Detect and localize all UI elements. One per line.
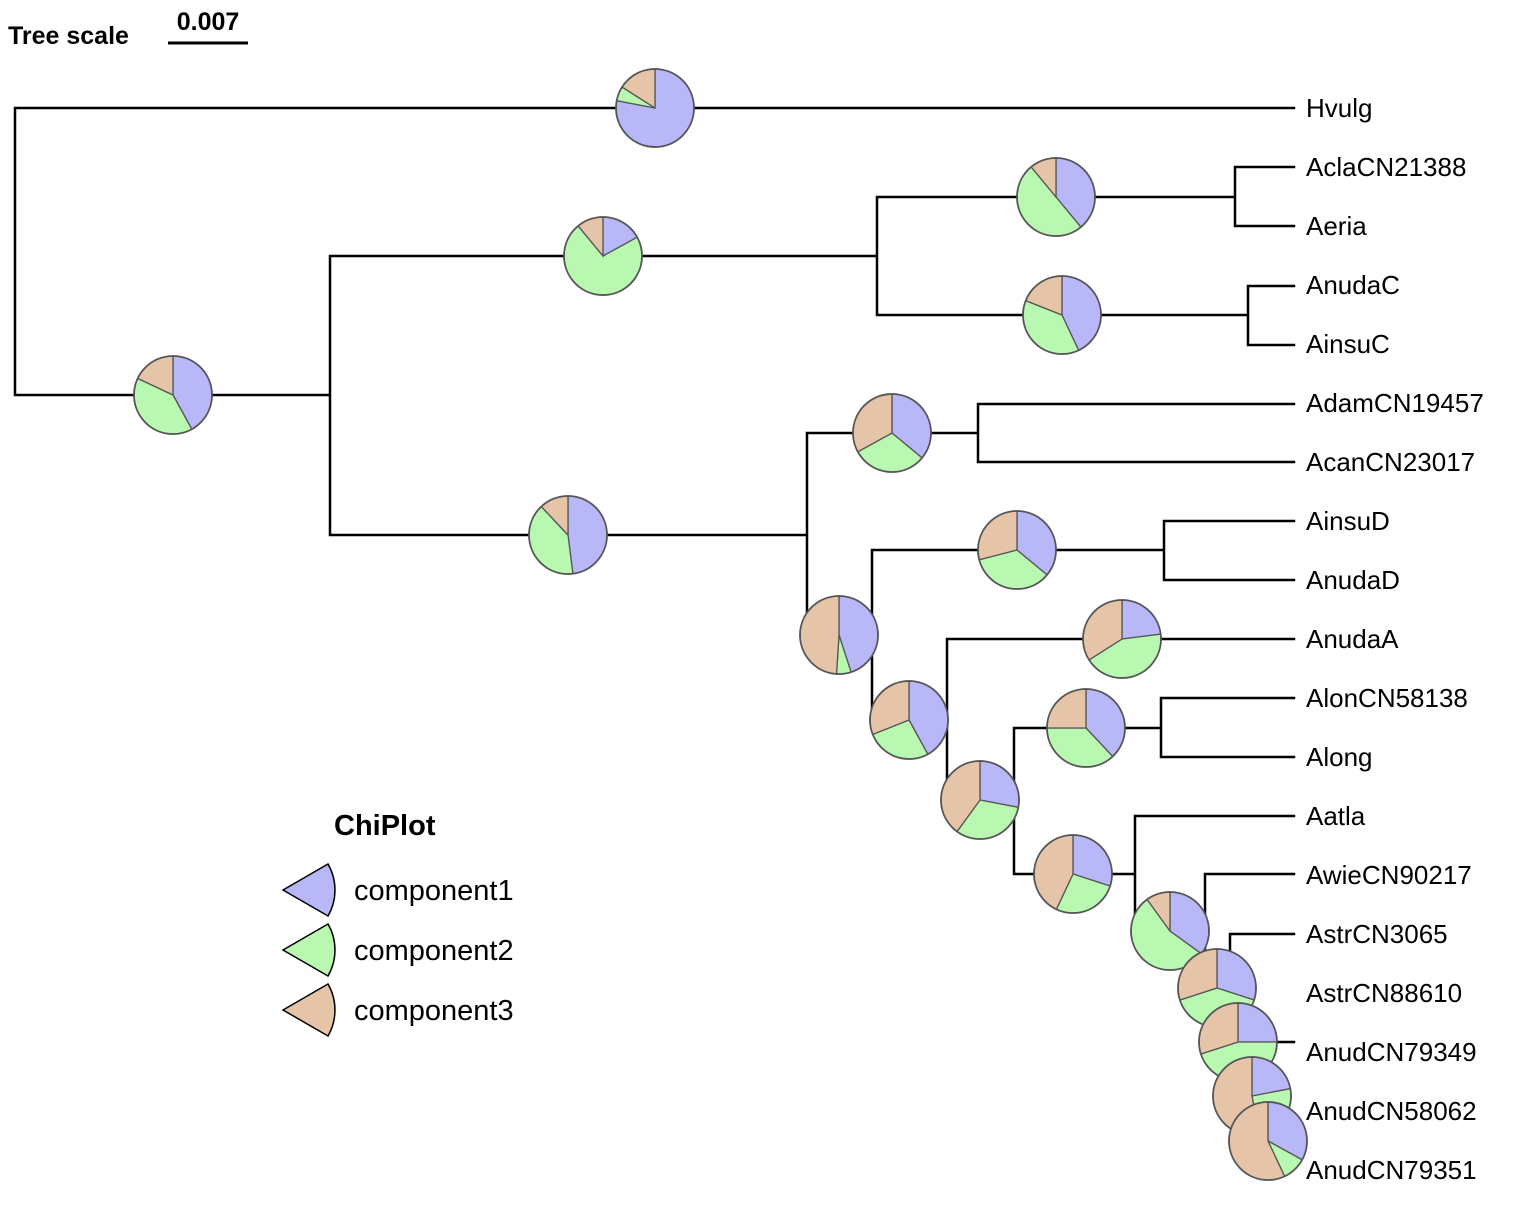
pie-outline: [869, 680, 949, 760]
tip-label: AinsuC: [1306, 329, 1390, 359]
pie-clade-e: [940, 760, 1020, 840]
pie-outline: [1082, 599, 1162, 679]
tip-label: AnudCN58062: [1306, 1096, 1477, 1126]
pie-clade-k: [1228, 1101, 1308, 1181]
legend-title: ChiPlot: [334, 810, 436, 842]
node-pies: [133, 68, 1308, 1181]
pie-outline: [1228, 1101, 1308, 1181]
pie-outline: [1016, 157, 1096, 237]
pie-outline: [799, 595, 879, 675]
tip-label: AstrCN3065: [1306, 919, 1448, 949]
tip-label: Aeria: [1306, 211, 1367, 241]
pie-hvulg-parent: [615, 68, 695, 148]
tip-label: AinsuD: [1306, 506, 1390, 536]
tip-label: AnudaD: [1306, 565, 1400, 595]
legend-label: component2: [354, 935, 514, 967]
tip-label: Along: [1306, 742, 1373, 772]
tip-label: AnudaC: [1306, 270, 1400, 300]
branch: [13, 106, 1296, 1044]
pie-ingroup-root: [133, 355, 213, 435]
pie-outline: [1033, 834, 1113, 914]
pie-ainsud-anudad: [977, 510, 1057, 590]
tip-label: AwieCN90217: [1306, 860, 1472, 890]
pie-alon-along: [1046, 688, 1126, 768]
pie-clade-c: [799, 595, 879, 675]
pie-outline: [1022, 275, 1102, 355]
pie-clade-b: [528, 495, 608, 575]
legend-label: component3: [354, 995, 514, 1027]
legend-swatch: [281, 922, 336, 978]
legend-item-component2: component2: [281, 922, 514, 978]
legend: ChiPlot component1 component2 component3: [281, 810, 514, 1038]
tip-label: Hvulg: [1306, 93, 1372, 123]
pie-outline: [1046, 688, 1126, 768]
tip-label: AcanCN23017: [1306, 447, 1475, 477]
pie-clade-a: [563, 216, 643, 296]
tree-branches: [13, 106, 1296, 1044]
legend-label: component1: [354, 875, 514, 907]
tip-labels: Hvulg AclaCN21388 Aeria AnudaC AinsuC Ad…: [1306, 93, 1484, 1185]
tip-label: AnudCN79351: [1306, 1155, 1477, 1185]
pie-outline: [977, 510, 1057, 590]
pie-clade-f: [1033, 834, 1113, 914]
tip-label: AdamCN19457: [1306, 388, 1484, 418]
tip-label: AnudaA: [1306, 624, 1399, 654]
tip-label: AclaCN21388: [1306, 152, 1466, 182]
legend-swatch: [281, 982, 336, 1038]
pie-outline: [563, 216, 643, 296]
legend-swatch: [281, 862, 336, 918]
tip-label: Aatla: [1306, 801, 1366, 831]
pie-outline: [528, 495, 608, 575]
pie-outline: [940, 760, 1020, 840]
tip-label: AnudCN79349: [1306, 1037, 1477, 1067]
tree-scale-label: Tree scale: [8, 22, 129, 50]
pie-outline: [852, 393, 932, 473]
tip-label: AstrCN88610: [1306, 978, 1462, 1008]
legend-item-component1: component1: [281, 862, 514, 918]
pie-anudac-ainsuc: [1022, 275, 1102, 355]
pie-outline: [615, 68, 695, 148]
pie-acla-aeria: [1016, 157, 1096, 237]
tree-scale: Tree scale 0.007: [8, 8, 248, 50]
pie-anudaa: [1082, 599, 1162, 679]
pie-outline: [1130, 891, 1210, 971]
legend-item-component3: component3: [281, 982, 514, 1038]
pie-clade-d: [869, 680, 949, 760]
pie-slice-component1: [567, 495, 608, 575]
pie-clade-g: [1130, 891, 1210, 971]
tip-label: AlonCN58138: [1306, 683, 1468, 713]
pie-adam-acan: [852, 393, 932, 473]
tree-scale-value: 0.007: [177, 8, 240, 36]
pie-outline: [133, 355, 213, 435]
